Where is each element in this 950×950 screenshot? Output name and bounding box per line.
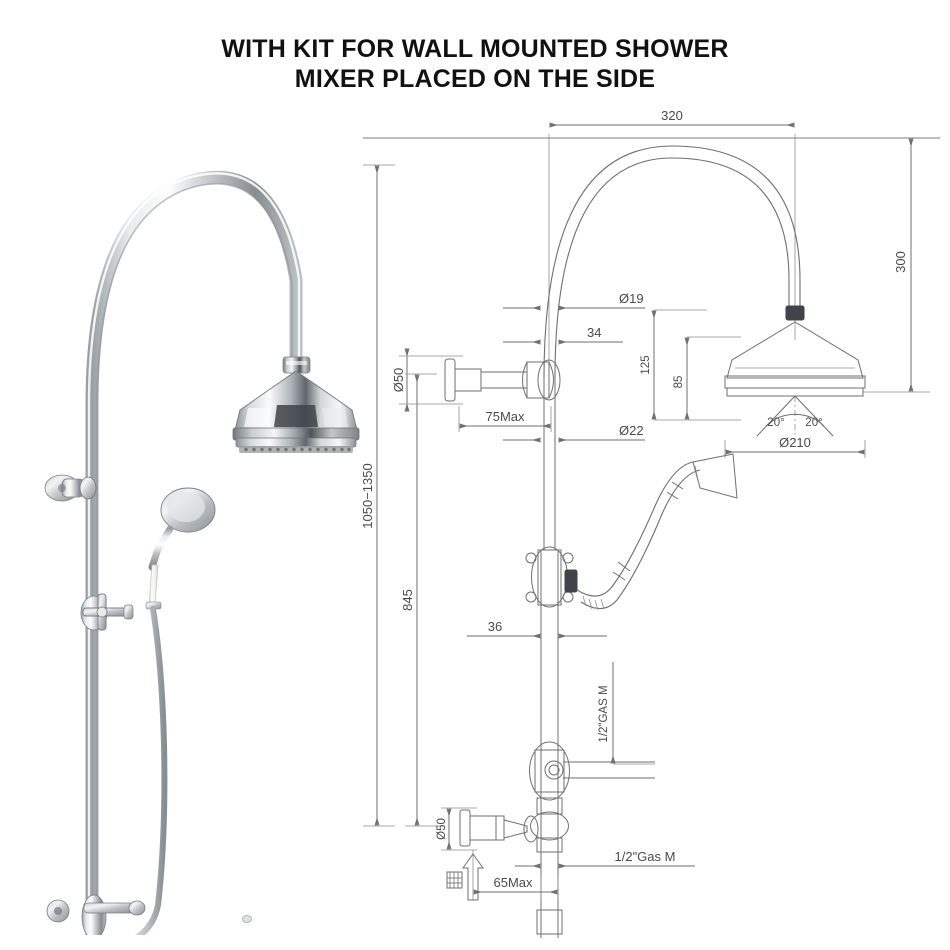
dim-total-height-label: 1050−1350 bbox=[360, 463, 375, 528]
dim-inlet-thread-upper: 1/2"GAS M bbox=[598, 662, 655, 765]
dim-inlet-thread-lower: 1/2"Gas M bbox=[515, 849, 695, 869]
dim-total-height: 1050−1350 bbox=[360, 164, 395, 827]
technical-drawing: 320 bbox=[355, 110, 950, 940]
spray-angle-indicator: 20° 20° bbox=[756, 395, 834, 440]
dim-arm-reach: 320 bbox=[549, 110, 795, 128]
shower-head-collar bbox=[282, 356, 311, 374]
dim-arm-offset-label: 34 bbox=[587, 325, 601, 340]
dim-bracket-flange-dia: Ø50 bbox=[391, 348, 463, 412]
wall-reference-arrow-symbol bbox=[446, 853, 484, 901]
dim-bracket-projection: 75Max bbox=[458, 406, 552, 432]
dim-mixer-projection: 65Max bbox=[472, 850, 559, 900]
page-title-line-2: MIXER PLACED ON THE SIDE bbox=[294, 65, 656, 93]
dim-shower-head-dia: Ø210 bbox=[724, 435, 866, 458]
riser-pipe-outline bbox=[540, 372, 559, 938]
dim-mixer-flange-dia-label: Ø50 bbox=[436, 818, 448, 840]
supply-stub-outline bbox=[536, 909, 563, 935]
wall-bracket bbox=[44, 474, 97, 502]
dim-head-drop-label: 300 bbox=[893, 251, 908, 273]
shower-head-outline bbox=[724, 305, 866, 397]
spare-wand bbox=[242, 915, 252, 935]
rain-shower-head bbox=[232, 370, 360, 453]
dim-shower-head-dia-label: Ø210 bbox=[779, 435, 811, 450]
dim-inlet-thread-upper-label: 1/2"GAS M bbox=[598, 685, 610, 742]
dim-head-height-upper-label: 125 bbox=[640, 355, 652, 374]
dim-mixer-projection-label: 65Max bbox=[493, 875, 533, 890]
dim-head-heights: 125 85 bbox=[640, 309, 741, 421]
dim-mixer-height-label: 845 bbox=[400, 589, 415, 611]
dim-mixer-offset-label: 36 bbox=[488, 619, 502, 634]
handheld-shower-outline bbox=[576, 453, 738, 611]
dim-mixer-flange-dia: Ø50 bbox=[436, 807, 477, 851]
dim-bracket-flange-dia-label: Ø50 bbox=[391, 368, 406, 393]
dim-riser-dia-label: Ø19 bbox=[619, 291, 644, 306]
gooseneck-arm-outline bbox=[543, 145, 801, 379]
page-title: WITH KIT FOR WALL MOUNTED SHOWER MIXER P… bbox=[0, 34, 950, 94]
diverter-body-outline bbox=[525, 546, 578, 608]
dim-riser-dia: Ø19 bbox=[503, 291, 645, 311]
dim-mixer-offset: 36 bbox=[467, 619, 607, 639]
dim-inlet-thread-lower-label: 1/2"Gas M bbox=[615, 849, 676, 864]
product-photograph bbox=[40, 105, 370, 935]
dim-arm-reach-label: 320 bbox=[661, 110, 683, 123]
cross-handle-diverter bbox=[80, 593, 134, 631]
mixer-valve-outline bbox=[529, 741, 655, 938]
gooseneck-shower-arm bbox=[85, 170, 303, 935]
wall-mixer-body bbox=[46, 894, 146, 935]
dim-lower-pipe-dia-label: Ø22 bbox=[619, 423, 644, 438]
mixer-flange-outline bbox=[459, 809, 539, 847]
dim-lower-pipe-dia: Ø22 bbox=[503, 423, 645, 443]
dim-head-height-lower-label: 85 bbox=[673, 376, 685, 389]
spray-angle-left-label: 20° bbox=[767, 417, 784, 429]
dim-arm-offset: 34 bbox=[503, 325, 623, 345]
page-title-line-1: WITH KIT FOR WALL MOUNTED SHOWER bbox=[221, 35, 729, 63]
wall-bracket-outline bbox=[444, 358, 561, 402]
dim-head-drop: 300 bbox=[863, 138, 930, 393]
handheld-shower bbox=[145, 487, 216, 610]
dim-bracket-projection-label: 75Max bbox=[485, 409, 525, 424]
flexible-hose bbox=[134, 606, 168, 935]
dim-mixer-height: 845 bbox=[400, 373, 445, 827]
spray-angle-right-label: 20° bbox=[805, 417, 822, 429]
